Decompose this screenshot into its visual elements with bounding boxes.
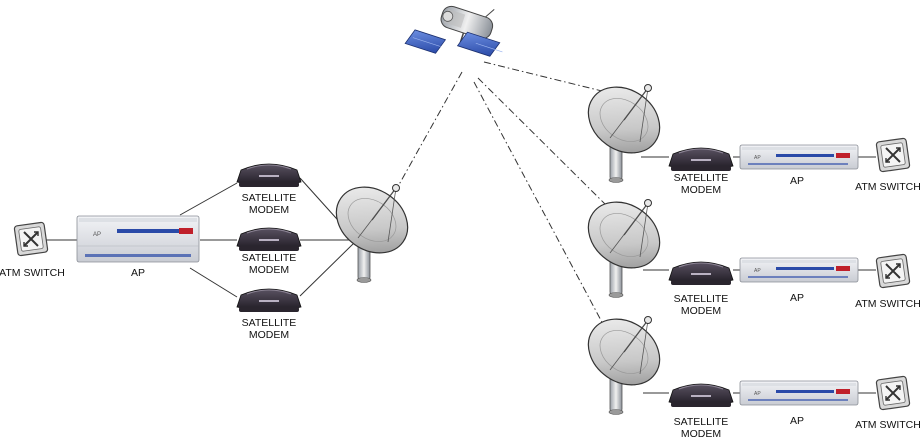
ap-right-1: AP xyxy=(739,144,859,187)
ap-right-1-label: AP xyxy=(790,175,804,187)
satellite-icon xyxy=(404,5,503,57)
atm-switch-left-label: ATM SWITCH xyxy=(0,267,65,279)
satellite-modem-left-2: SATELLITE MODEM xyxy=(236,227,302,276)
ap-right-2-label: AP xyxy=(790,292,804,304)
modem-right-3-label-line2: MODEM xyxy=(681,428,721,440)
modem-right-2-label-line1: SATELLITE xyxy=(674,293,729,305)
ap-right-3-label: AP xyxy=(790,415,804,427)
ap-right-2: AP xyxy=(739,257,859,304)
atm-switch-right-3-label: ATM SWITCH xyxy=(855,419,921,431)
wired-links xyxy=(44,156,876,394)
satellite-modem-left-1: SATELLITE MODEM xyxy=(236,163,302,216)
modem-left-3-label-line1: SATELLITE xyxy=(242,317,297,329)
modem-right-1-label-line1: SATELLITE xyxy=(674,172,729,184)
atm-switch-right-2-label: ATM SWITCH xyxy=(855,298,921,310)
modem-left-1-label-line1: SATELLITE xyxy=(242,192,297,204)
atm-switch-right-1-label: ATM SWITCH xyxy=(855,181,921,193)
ap-left-label: AP xyxy=(131,267,145,279)
atm-switch-right-1: ATM SWITCH xyxy=(855,137,921,193)
modem-left-2-label-line1: SATELLITE xyxy=(242,252,297,264)
satellite-modem-right-1: SATELLITE MODEM xyxy=(668,147,734,196)
satellite-links xyxy=(395,61,607,327)
satellite-modem-left-3: SATELLITE MODEM xyxy=(236,288,302,341)
satellite-modem-right-3: SATELLITE MODEM xyxy=(668,383,734,440)
ap-right-3: AP xyxy=(739,380,859,427)
atm-switch-right-2: ATM SWITCH xyxy=(855,253,921,310)
modem-right-1-label-line2: MODEM xyxy=(681,184,721,196)
modem-left-1-label-line2: MODEM xyxy=(249,204,289,216)
satellite-dish-right-2 xyxy=(575,188,673,299)
ap-left: AP xyxy=(76,215,200,279)
modem-right-2-label-line2: MODEM xyxy=(681,305,721,317)
modem-left-3-label-line2: MODEM xyxy=(249,329,289,341)
satellite-dish-right-3 xyxy=(575,305,673,416)
satellite-dish-left xyxy=(323,173,421,284)
satellite-modem-right-2: SATELLITE MODEM xyxy=(668,261,734,317)
atm-switch-left: ATM SWITCH xyxy=(0,221,65,279)
atm-switch-right-3: ATM SWITCH xyxy=(855,375,921,431)
modem-left-2-label-line2: MODEM xyxy=(249,264,289,276)
modem-right-3-label-line1: SATELLITE xyxy=(674,416,729,428)
satellite-dish-right-1 xyxy=(575,73,673,184)
